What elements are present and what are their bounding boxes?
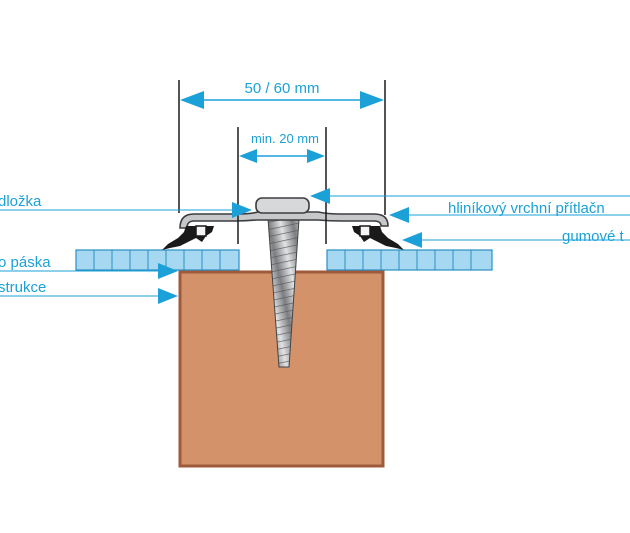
label-left-upper: dložka (0, 193, 42, 210)
leader-construction (0, 288, 178, 304)
overall-width-label: 50 / 60 mm (244, 80, 319, 97)
leader-aluminium-profile (389, 207, 630, 223)
label-left-middle: o páska (0, 254, 51, 271)
leader-base-pad (0, 202, 252, 218)
label-right-lower: gumové t (562, 228, 625, 245)
leader-tape (0, 263, 178, 279)
label-right-upper: hliníkový vrchní přítlačn (448, 200, 605, 217)
dimension-extension-lines (178, 80, 386, 244)
rubber-seal-right (352, 225, 404, 250)
label-left-lower: strukce (0, 279, 46, 296)
leader-screw (310, 188, 630, 204)
overall-width-dimension (180, 91, 384, 109)
screw-head (255, 197, 310, 214)
leader-rubber-seal (402, 232, 630, 248)
min-gap-dimension (239, 149, 325, 163)
polycarbonate-panel-right (326, 249, 493, 271)
rubber-seal-left (162, 225, 214, 250)
polycarbonate-panel-left (75, 249, 240, 271)
min-gap-label: min. 20 mm (251, 131, 319, 146)
